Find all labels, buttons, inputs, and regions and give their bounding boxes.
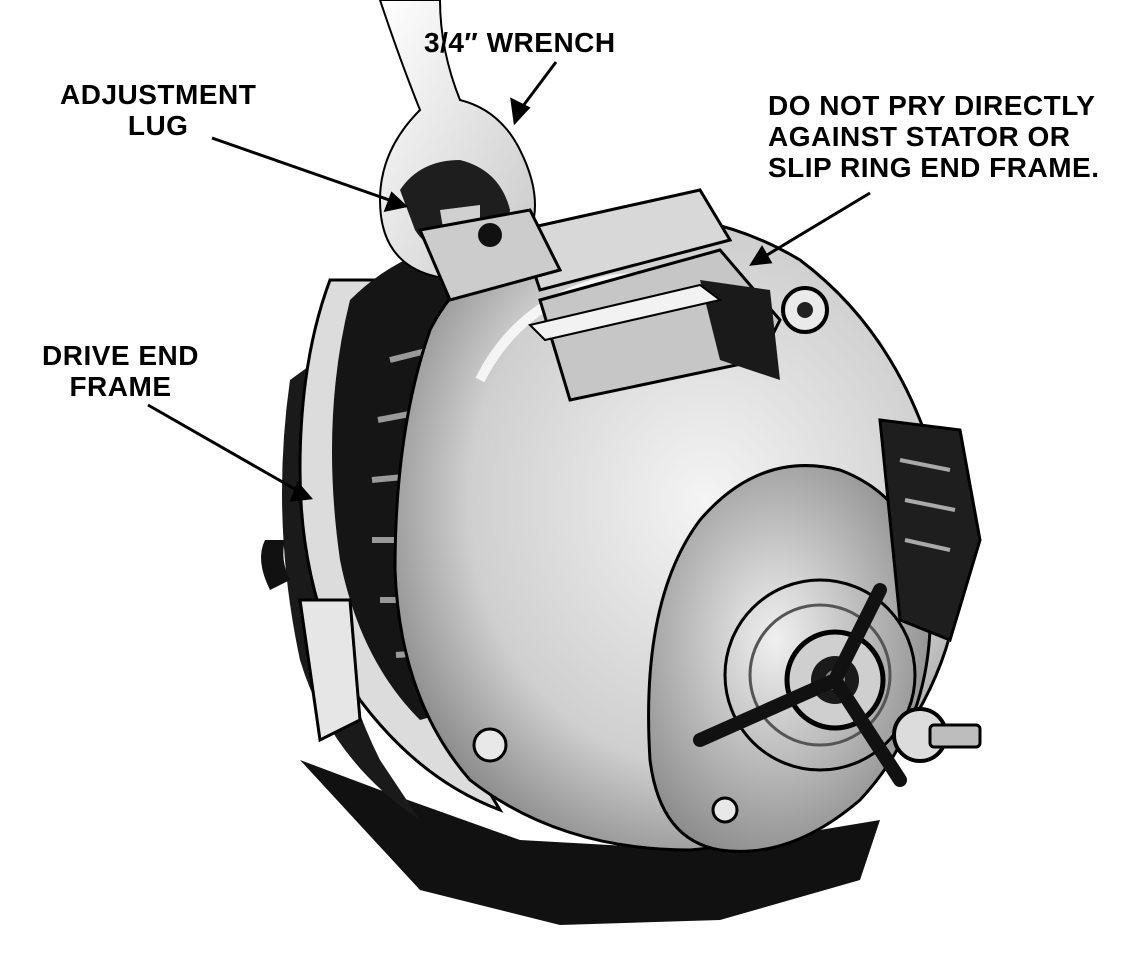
pry-tool (528, 283, 723, 342)
label-caution-line3: SLIP RING END FRAME. (768, 152, 1100, 183)
through-bolt (472, 727, 739, 824)
label-adjustment-lug-line1: ADJUSTMENT (60, 79, 257, 110)
label-adjustment-lug-line2: LUG (127, 110, 189, 141)
base-shadow (300, 760, 880, 925)
label-caution-line1: DO NOT PRY DIRECTLY (768, 90, 1096, 121)
label-wrench: 3/4″ WRENCH (424, 27, 616, 58)
slip-ring-end-frame (647, 418, 982, 853)
label-drive-end-frame-line1: DRIVE END (42, 340, 199, 371)
label-drive-end-frame-line2: FRAME (69, 371, 172, 402)
label-drive-end-frame: DRIVE END FRAME (42, 340, 199, 402)
label-caution: DO NOT PRY DIRECTLY AGAINST STATOR OR SL… (768, 90, 1100, 183)
leader-adjustment-lug-arrow (383, 191, 409, 213)
leader-drive-end (147, 403, 301, 494)
leader-caution (761, 191, 871, 260)
mounting-boss (518, 188, 829, 402)
leader-lines (147, 61, 871, 502)
leader-wrench (518, 61, 558, 111)
leader-wrench-arrow (510, 97, 531, 126)
adjustment-lug (417, 208, 563, 302)
label-caution-line2: AGAINST STATOR OR (768, 121, 1071, 152)
label-wrench-text: 3/4″ WRENCH (424, 27, 616, 58)
leader-adjustment-lug (211, 136, 396, 204)
leader-drive-end-arrow (289, 481, 313, 502)
leader-caution-arrow (749, 245, 773, 266)
label-adjustment-lug: ADJUSTMENT LUG (60, 79, 256, 141)
